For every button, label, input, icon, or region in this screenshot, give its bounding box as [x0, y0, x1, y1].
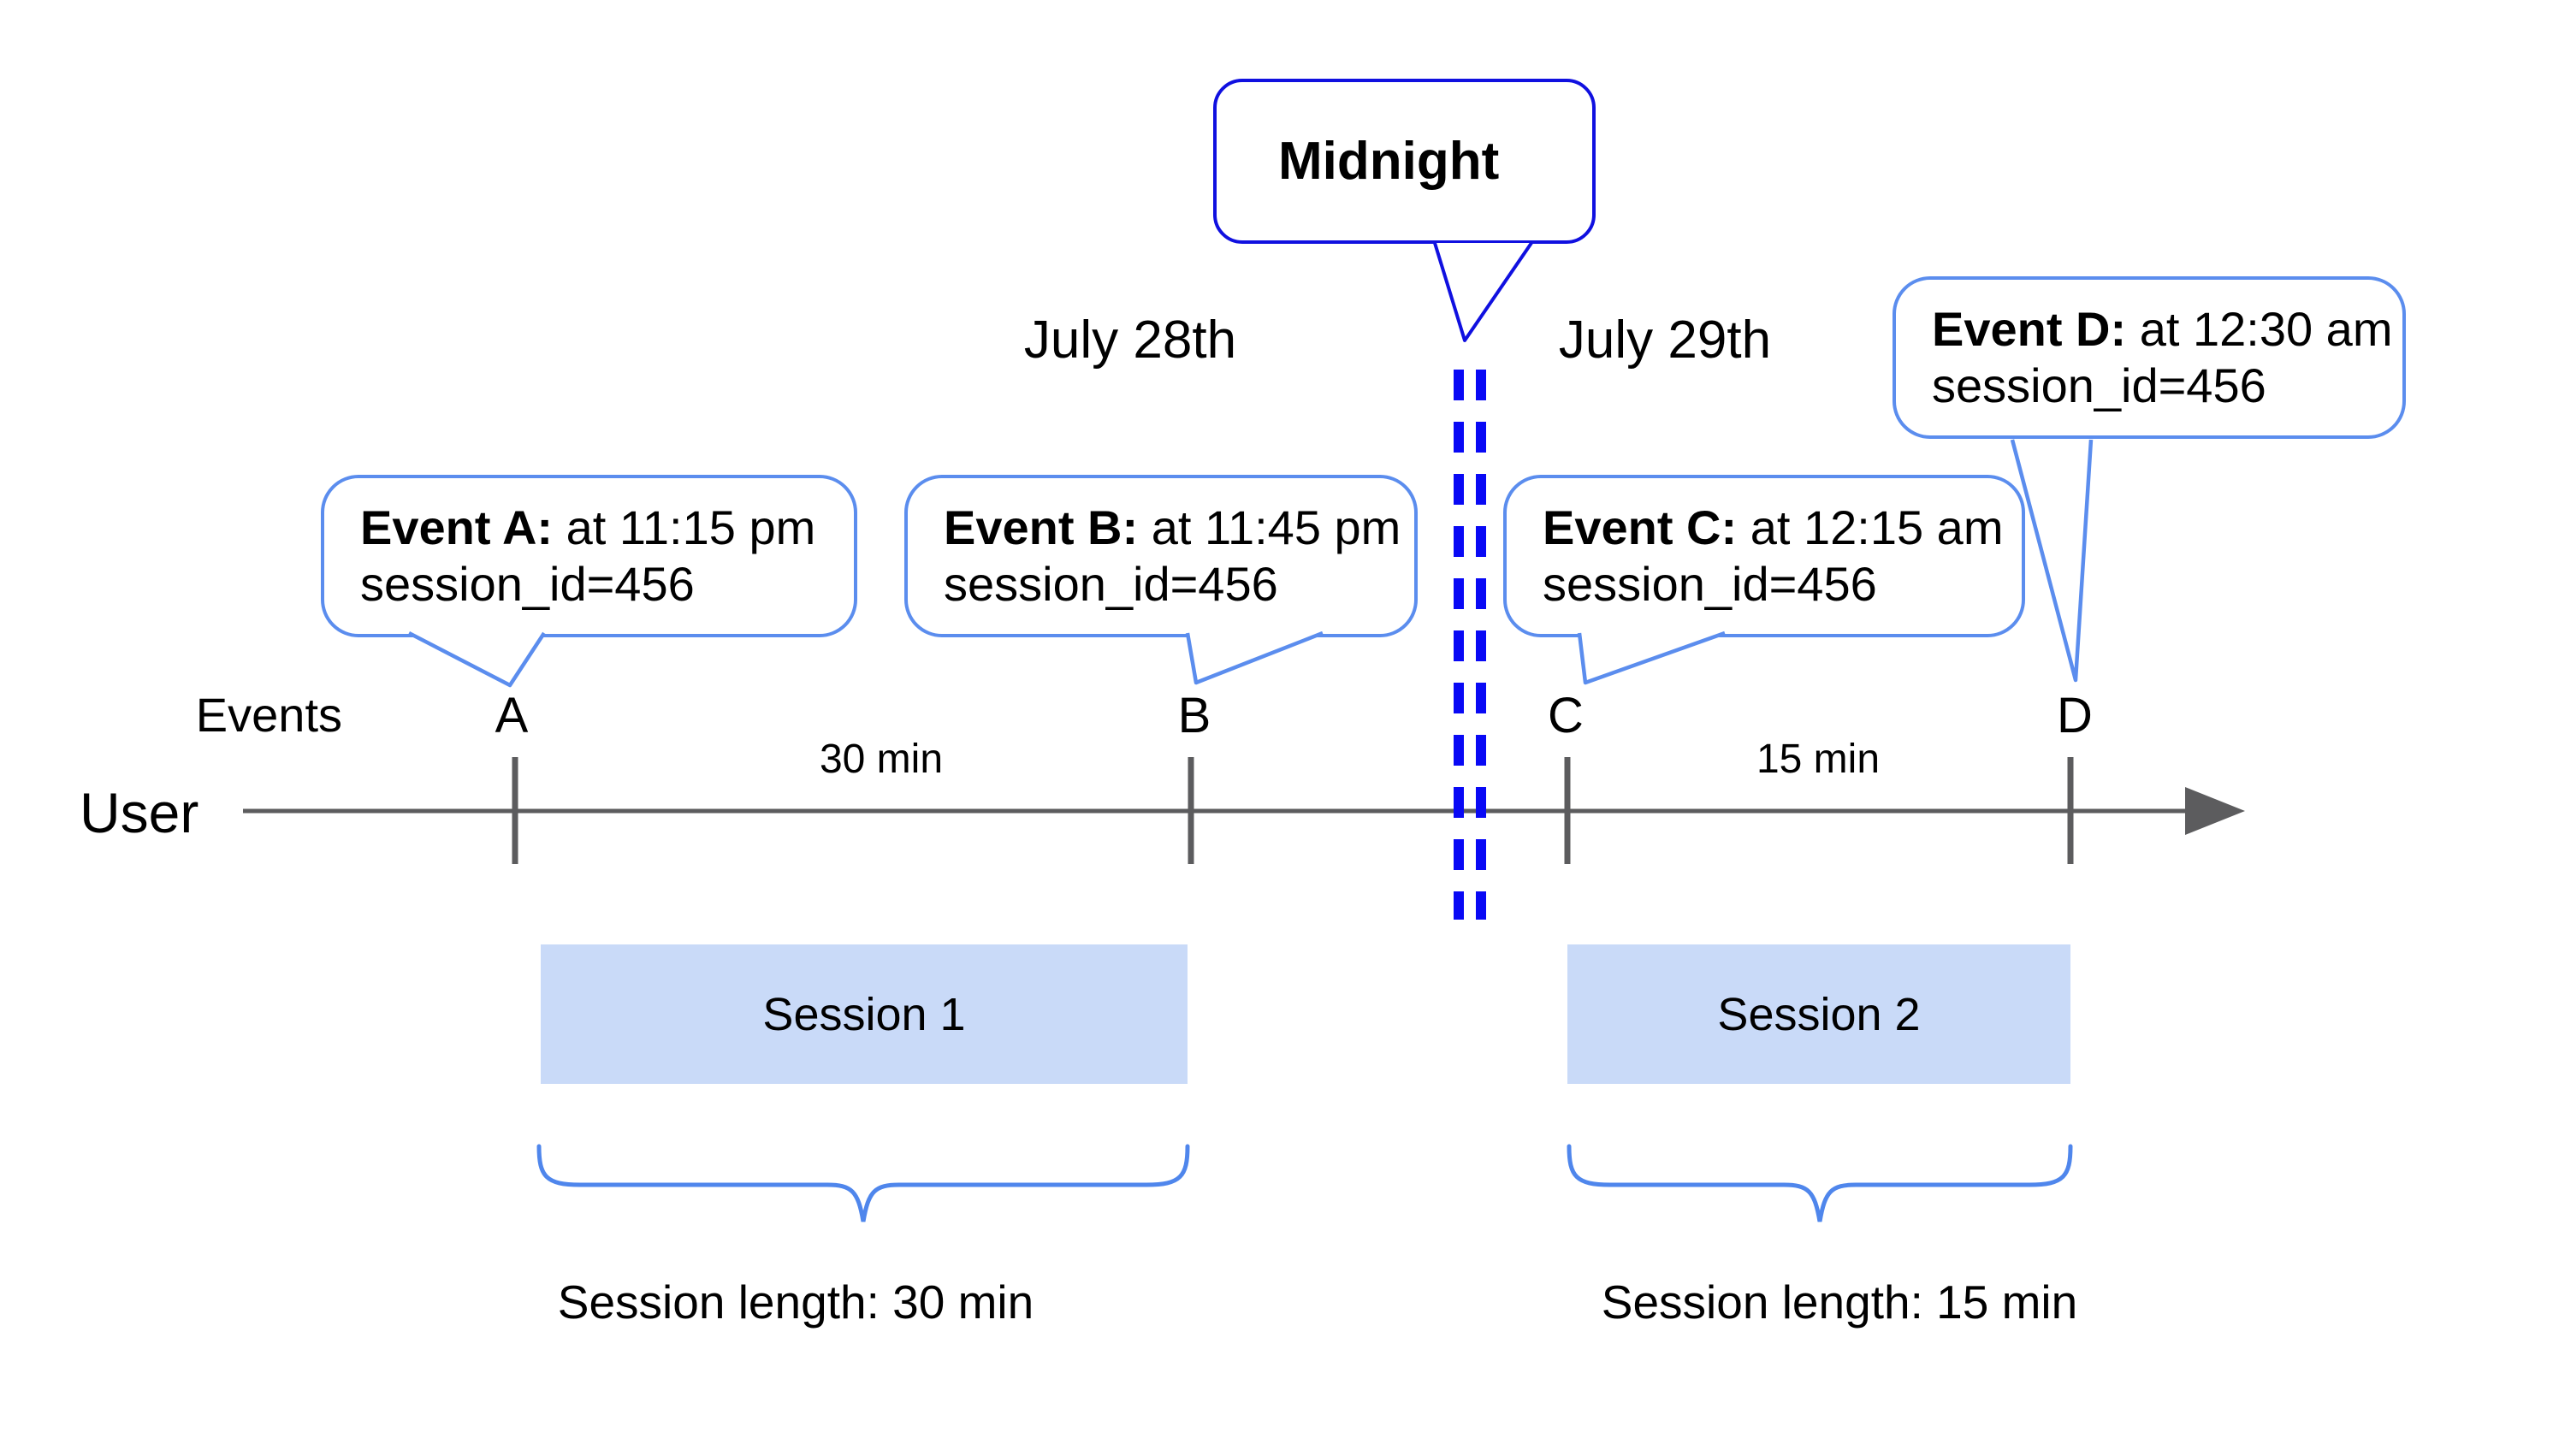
event-b-callout-tail — [1185, 630, 1324, 685]
event-b-session-id: session_id=456 — [944, 557, 1278, 611]
tick-label-b: B — [1177, 688, 1211, 743]
event-c-time: at 12:15 am — [1737, 500, 2004, 554]
event-d-line1: Event D: at 12:30 am — [1932, 301, 2402, 358]
session-1-brace — [536, 1144, 1190, 1222]
event-a-line1: Event A: at 11:15 pm — [360, 500, 854, 556]
event-d-session-id: session_id=456 — [1932, 358, 2266, 412]
events-axis-label: Events — [195, 688, 342, 742]
gap-label-30-min: 30 min — [819, 737, 944, 782]
session-2-label: Session 2 — [1717, 988, 1921, 1040]
tick-label-a: A — [495, 688, 529, 743]
event-b-callout: Event B: at 11:45 pm session_id=456 — [904, 475, 1418, 637]
event-a-title: Event A: — [360, 500, 554, 554]
date-label-july-29: July 29th — [1558, 311, 1772, 370]
session-2-length-label: Session length: 15 min — [1601, 1275, 2078, 1329]
date-label-july-28: July 28th — [1023, 311, 1237, 370]
event-b-time: at 11:45 pm — [1138, 500, 1401, 554]
midnight-label: Midnight — [1278, 132, 1500, 191]
midnight-callout: Midnight — [1213, 79, 1596, 244]
gap-label-15-min: 15 min — [1756, 737, 1881, 782]
event-d-callout: Event D: at 12:30 am session_id=456 — [1893, 276, 2406, 439]
session-2-brace — [1567, 1144, 2073, 1222]
event-c-title: Event C: — [1543, 500, 1738, 554]
event-d-title: Event D: — [1932, 302, 2127, 356]
event-b-line1: Event B: at 11:45 pm — [944, 500, 1414, 556]
tick-label-d: D — [2057, 688, 2093, 743]
timeline-arrowhead-icon — [2185, 787, 2245, 835]
session-1-box: Session 1 — [541, 944, 1188, 1084]
event-a-session-id: session_id=456 — [360, 557, 695, 611]
midnight-callout-tail — [1433, 241, 1533, 342]
event-a-callout: Event A: at 11:15 pm session_id=456 — [321, 475, 857, 637]
event-d-time: at 12:30 am — [2126, 302, 2393, 356]
event-c-line1: Event C: at 12:15 am — [1543, 500, 2022, 556]
tick-label-c: C — [1548, 688, 1584, 743]
user-axis-label: User — [80, 781, 199, 844]
event-b-title: Event B: — [944, 500, 1139, 554]
event-c-session-id: session_id=456 — [1543, 557, 1877, 611]
event-c-callout-tail — [1577, 630, 1726, 685]
session-2-box: Session 2 — [1567, 944, 2070, 1084]
session-1-length-label: Session length: 30 min — [557, 1275, 1034, 1329]
event-c-callout: Event C: at 12:15 am session_id=456 — [1503, 475, 2025, 637]
event-a-time: at 11:15 pm — [553, 500, 816, 554]
session-1-label: Session 1 — [762, 988, 966, 1040]
event-a-callout-tail — [407, 631, 546, 688]
